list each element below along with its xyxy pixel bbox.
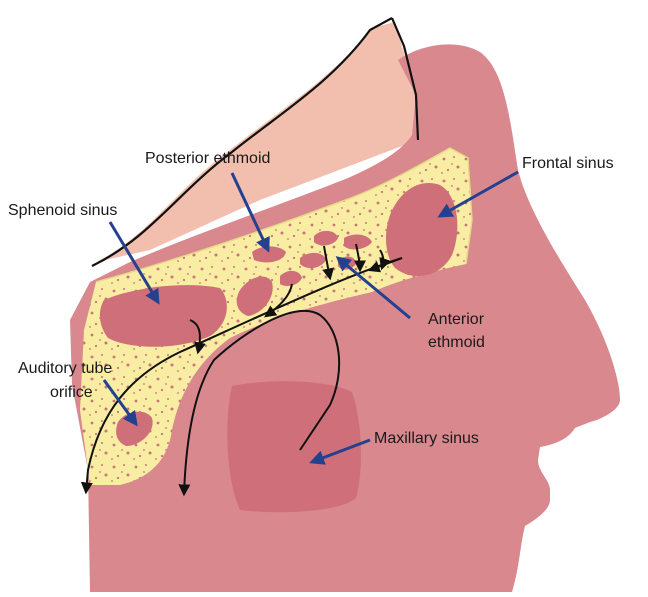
anterior-ethmoid-label-line2: ethmoid bbox=[428, 334, 485, 351]
maxillary-sinus-label: Maxillary sinus bbox=[374, 430, 479, 447]
auditory-tube-label-line2: orifice bbox=[50, 384, 93, 401]
maxillary-sinus-cavity bbox=[227, 381, 361, 512]
anterior-ethmoid-label-line1: Anterior bbox=[428, 311, 485, 328]
auditory-tube-label-line1: Auditory tube bbox=[18, 360, 112, 377]
sphenoid-sinus-label: Sphenoid sinus bbox=[8, 202, 117, 219]
frontal-sinus-label: Frontal sinus bbox=[522, 155, 614, 172]
posterior-ethmoid-label: Posterior ethmoid bbox=[145, 150, 270, 167]
